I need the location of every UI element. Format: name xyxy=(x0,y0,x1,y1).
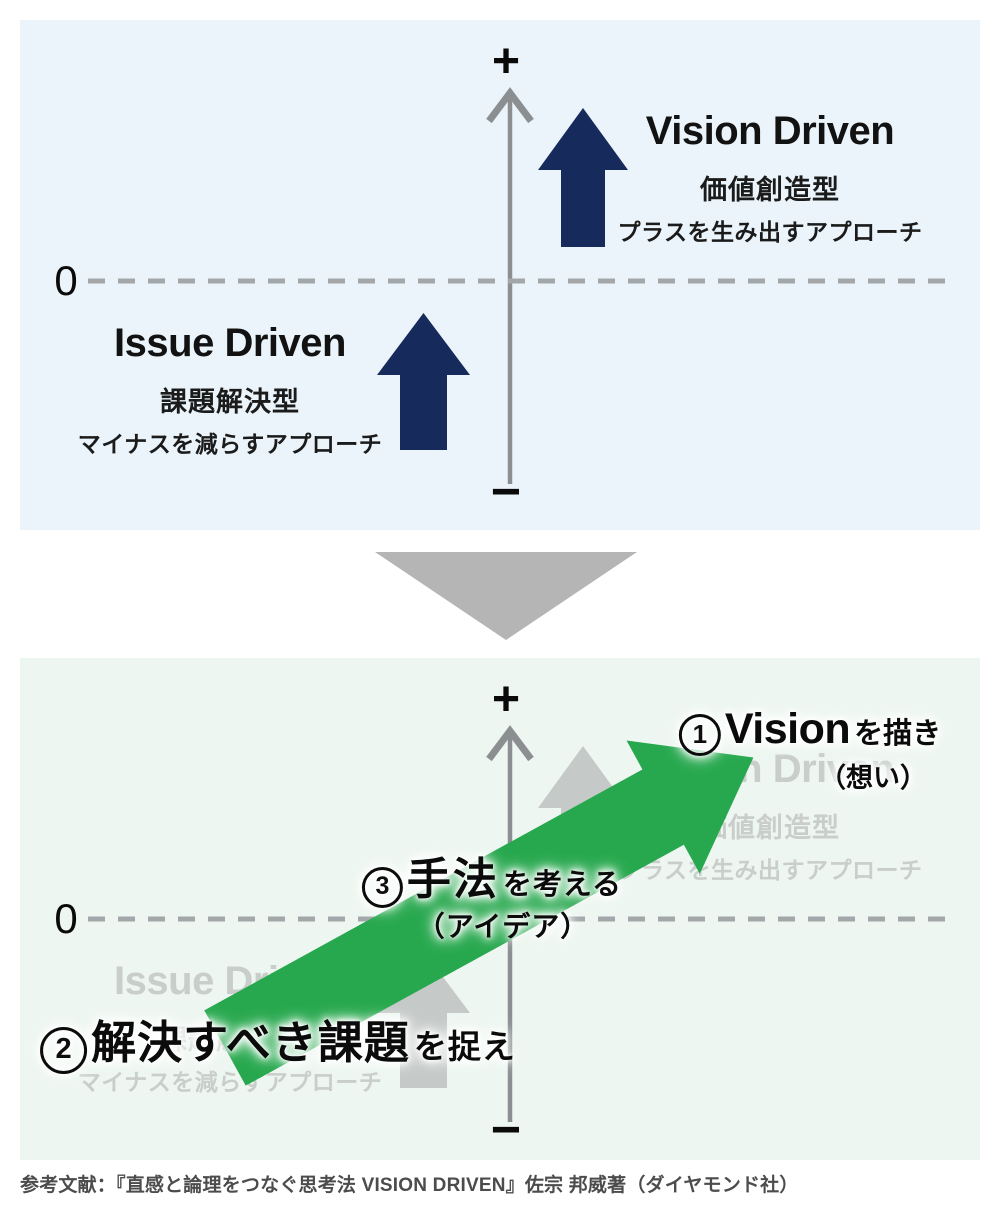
step2-keyword: 解決すべき課題 xyxy=(91,1017,410,1068)
issue-approach-label: マイナスを減らすアプローチ xyxy=(77,431,383,457)
step2-suffix: を捉え xyxy=(413,1028,516,1065)
up-arrow-vision-icon xyxy=(538,108,628,247)
step3-suffix: を考える xyxy=(502,869,623,901)
step3-number-circle: 3 xyxy=(361,867,403,908)
step1-suffix: を描き xyxy=(854,718,942,750)
reference-note: 参考文献：『直感と論理をつなぐ思考法 VISION DRIVEN』佐宗 邦威著（… xyxy=(20,1175,799,1196)
issue-type-label: 課題解決型 xyxy=(160,387,300,417)
up-arrow-issue-icon xyxy=(377,313,470,450)
down-triangle-icon xyxy=(375,552,637,640)
issue-driven-block: Issue Driven 課題解決型 マイナスを減らすアプローチ xyxy=(30,320,430,459)
green-arrow-layer xyxy=(204,740,754,1086)
zero-label: 0 xyxy=(54,257,78,304)
plus-label: + xyxy=(491,673,521,726)
zero-label: 0 xyxy=(54,895,78,942)
issue-driven-title: Issue Driven xyxy=(114,321,346,365)
after-panel: + − 0 Vision Driven 価値創造型 プラスを生み出すアプローチ … xyxy=(20,658,980,1160)
before-panel-shapes xyxy=(88,87,952,484)
axis-arrowhead-icon xyxy=(486,87,534,124)
vision-approach-label: プラスを生み出すアプローチ xyxy=(617,219,923,245)
vision-type-label: 価値創造型 xyxy=(700,175,840,205)
faded-vision-driven-block: Vision Driven 価値創造型 プラスを生み出すアプローチ xyxy=(560,746,980,885)
minus-label: − xyxy=(490,463,522,521)
step1-number-circle: 1 xyxy=(678,714,721,756)
before-panel: + − 0 Vision Driven 価値創造型 プラスを生み出すアプローチ … xyxy=(20,20,980,530)
vision-driven-block: Vision Driven 価値創造型 プラスを生み出すアプローチ xyxy=(560,108,980,247)
vision-driven-title: Vision Driven xyxy=(645,109,895,153)
step3-note: （アイデア） xyxy=(416,911,590,942)
faded-issue-approach-label: マイナスを減らすアプローチ xyxy=(77,1069,383,1095)
step3-keyword: 手法 xyxy=(406,855,499,904)
green-growth-arrow-icon xyxy=(204,740,754,1086)
plus-label: + xyxy=(491,35,521,88)
down-triangle-shape xyxy=(375,552,637,640)
faded-vision-approach-label: プラスを生み出すアプローチ xyxy=(617,857,923,883)
step1-note: （想い） xyxy=(819,763,927,793)
step2-number-circle: 2 xyxy=(40,1027,88,1074)
minus-label: − xyxy=(490,1101,522,1159)
axis-arrowhead-icon xyxy=(486,725,534,762)
step1-keyword: Vision xyxy=(724,705,851,753)
